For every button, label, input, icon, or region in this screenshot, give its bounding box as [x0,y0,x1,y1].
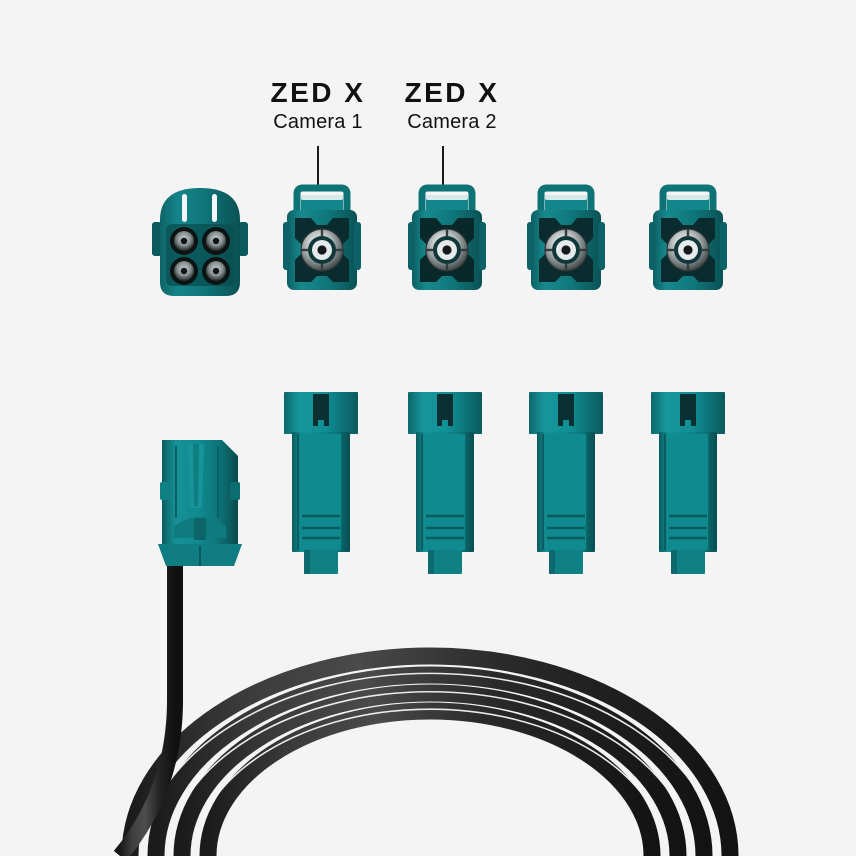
plug-inner-panel [546,434,586,550]
strain-relief [671,550,705,574]
strain-relief-shadow [549,550,555,574]
fakra-plug-3 [529,392,603,574]
coax-port [425,228,469,272]
label-title: ZED X [404,77,500,108]
plug-latch-tab-right [230,482,240,500]
plug-head-notch [558,394,574,426]
latch-highlight [545,195,587,200]
fakra-plug-2 [408,392,482,574]
quad-cable-run [113,566,183,856]
plug-head-notch [437,394,453,426]
plug-head-notch [680,394,696,426]
coax-notches [426,229,468,271]
coax-port [666,228,710,272]
fakra-socket-3 [527,184,605,290]
coax-port [544,228,588,272]
latch-handle-outer [418,184,476,212]
keying-slot [182,194,187,222]
coax-notches [545,229,587,271]
latch-highlight [301,195,343,200]
latch-handle-outer [293,184,351,212]
cable-arc [199,702,661,856]
plug-inner-panel [301,434,341,550]
label-title: ZED X [270,77,366,108]
fakra-plug-4 [651,392,725,574]
cable-run-group [311,560,696,856]
coax-port [300,228,344,272]
latch-highlight [426,195,468,200]
strain-relief-shadow [671,550,677,574]
label-camera-1: ZED X Camera 1 [238,78,398,136]
plug-head-notch [313,394,329,426]
cable-arc-group [121,647,739,856]
plug-inner-panel [425,434,465,550]
socket-port [170,257,198,285]
fakra-socket-1 [283,184,361,290]
socket-port [170,227,198,255]
plug-rib-shadow [193,444,199,506]
socket-port-group [170,227,230,285]
strain-relief-shadow [304,550,310,574]
strain-relief [304,550,338,574]
plug-center-tab [194,518,206,540]
quad-cable-run-group [113,566,207,856]
socket-ear-right [720,222,727,270]
socket-ear-left [527,222,534,270]
label-subtitle: Camera 2 [407,111,497,134]
latch-handle-outer [659,184,717,212]
socket-port [202,257,230,285]
socket-port [202,227,230,255]
leader-line-camera-1 [317,146,319,186]
plug-grip-ribs [669,514,707,540]
socket-ear-right [598,222,605,270]
label-camera-2: ZED X Camera 2 [372,78,532,136]
socket-ear-left [649,222,656,270]
strain-relief-shadow [428,550,434,574]
socket-ear-left [283,222,290,270]
plug-inner-panel [668,434,708,550]
coax-notches [667,229,709,271]
fakra-socket-4 [649,184,727,290]
plug-chamfer [222,440,238,456]
plug-grip-ribs [547,514,585,540]
plug-grip-ribs [426,514,464,540]
latch-highlight [667,195,709,200]
socket-ear-right [238,222,248,256]
socket-ear-left [408,222,415,270]
keying-slot [212,194,217,222]
latch-handle-outer [537,184,595,212]
quad-fakra-socket [152,188,248,296]
coax-notches [301,229,343,271]
strain-relief [549,550,583,574]
socket-ear-right [354,222,361,270]
plug-latch-tab-left [160,482,170,500]
fakra-socket-2 [408,184,486,290]
leader-line-camera-2 [442,146,444,186]
plug-grip-ribs [302,514,340,540]
socket-ear-left [152,222,162,256]
quad-fakra-plug [158,440,242,566]
cable-arc [147,666,713,856]
socket-ear-right [479,222,486,270]
strain-relief [428,550,462,574]
label-subtitle: Camera 1 [273,111,363,134]
cable-arc [173,684,687,856]
fakra-plug-1 [284,392,358,574]
